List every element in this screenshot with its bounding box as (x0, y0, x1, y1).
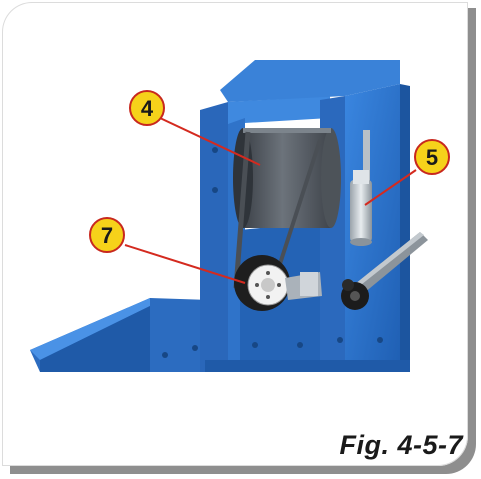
callout-5: 5 (414, 139, 450, 175)
callout-7: 7 (89, 217, 125, 253)
callout-5-label: 5 (426, 145, 438, 170)
leader-lines (124, 117, 417, 284)
callout-7-label: 7 (101, 223, 113, 248)
gas-spring (350, 130, 372, 246)
tension-knob (234, 255, 322, 311)
callout-4-label: 4 (141, 96, 154, 121)
hopper (30, 298, 210, 372)
callout-4: 4 (129, 90, 165, 126)
lever-handle (341, 232, 428, 310)
figure-caption: Fig. 4-5-7 (339, 430, 463, 460)
